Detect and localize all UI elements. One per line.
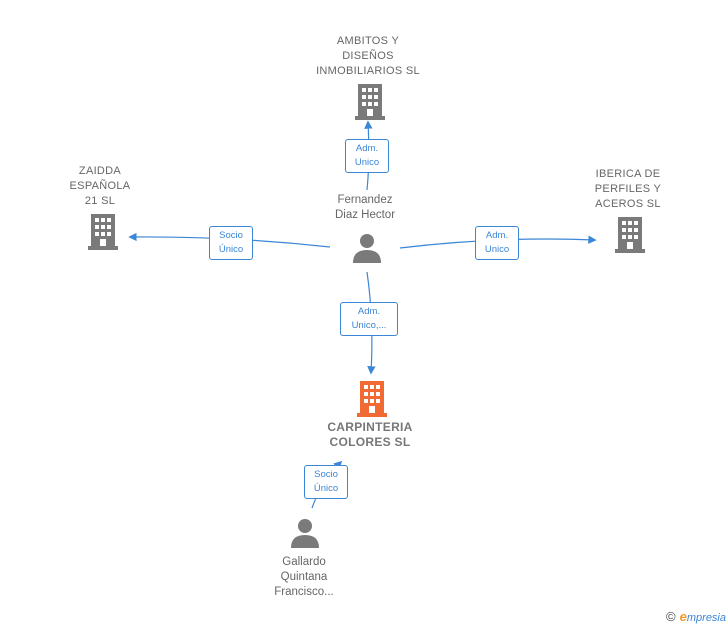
edge-label-to-zaidda[interactable]: Socio Único (209, 226, 253, 260)
node-label-fernandez[interactable]: Fernandez Diaz Hector (334, 194, 396, 221)
node-label-iberica[interactable]: IBERICA DE PERFILES Y ACEROS SL (594, 168, 662, 210)
copyright-icon: © (666, 609, 676, 624)
node-label-gallardo[interactable]: Gallardo Quintana Francisco... (274, 556, 334, 598)
building-icon[interactable] (355, 84, 385, 120)
person-icon[interactable] (352, 233, 382, 263)
edge-label-gallardo-to-carpinteria[interactable]: Socio Único (304, 465, 348, 499)
person-icon[interactable] (290, 518, 320, 548)
edge-label-to-iberica[interactable]: Adm. Unico (475, 226, 519, 260)
building-icon[interactable] (357, 381, 387, 417)
brand-initial: e (679, 609, 687, 624)
edge-label-to-ambitos[interactable]: Adm. Unico (345, 139, 389, 173)
brand-logo: empresia (680, 609, 726, 624)
edge-label-to-carpinteria[interactable]: Adm. Unico,... (340, 302, 398, 336)
building-icon[interactable] (88, 214, 118, 250)
node-label-carpinteria[interactable]: CARPINTERIA COLORES SL (327, 420, 413, 449)
brand-name: mpresia (686, 612, 726, 624)
node-label-zaidda[interactable]: ZAIDDA ESPAÑOLA 21 SL (69, 165, 131, 207)
building-icon[interactable] (615, 217, 645, 253)
node-label-ambitos[interactable]: AMBITOS Y DISEÑOS INMOBILIARIOS SL (316, 35, 420, 77)
brand-footer[interactable]: © empresia (666, 609, 726, 624)
